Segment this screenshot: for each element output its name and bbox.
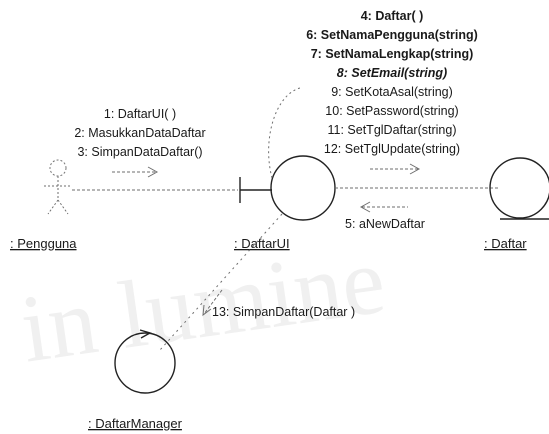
- messages-daftar-ui: 5: aNewDaftar: [345, 201, 425, 231]
- message-12: 12: SetTglUpdate(string): [324, 142, 460, 156]
- arrow-left-icon: [359, 201, 408, 213]
- arrow-down-left-icon: [202, 289, 223, 317]
- link-ui-manager: [159, 213, 283, 351]
- message-4: 4: Daftar( ): [361, 9, 424, 23]
- actor-leg-left: [47, 199, 59, 215]
- arrow-right-icon: [112, 166, 159, 178]
- control-arrow-icon: [139, 329, 152, 339]
- message-9: 9: SetKotaAsal(string): [331, 85, 453, 99]
- messages-ui-daftar: 4: Daftar( ) 6: SetNamaPengguna(string) …: [306, 9, 478, 175]
- message-8: 8: SetEmail(string): [337, 66, 447, 80]
- message-7: 7: SetNamaLengkap(string): [311, 47, 474, 61]
- actor-pengguna[interactable]: : Pengguna: [10, 159, 77, 251]
- messages-ui-manager: 13: SimpanDaftar(Daftar ): [202, 289, 355, 319]
- message-3: 3: SimpanDataDaftar(): [77, 145, 202, 159]
- object-daftar-manager[interactable]: : DaftarManager: [88, 329, 183, 431]
- actor-label-pengguna: : Pengguna: [10, 236, 77, 251]
- message-2: 2: MasukkanDataDaftar: [74, 126, 205, 140]
- message-5: 5: aNewDaftar: [345, 217, 425, 231]
- actor-head-icon: [49, 159, 67, 177]
- object-label-daftar-manager: : DaftarManager: [88, 416, 183, 431]
- message-1: 1: DaftarUI( ): [104, 107, 176, 121]
- object-label-daftar: : Daftar: [484, 236, 527, 251]
- self-link-loop: [268, 87, 301, 179]
- messages-pengguna-ui: 1: DaftarUI( ) 2: MasukkanDataDaftar 3: …: [74, 107, 206, 178]
- boundary-circle-icon: [270, 155, 336, 221]
- entity-circle-icon: [489, 157, 549, 219]
- actor-leg-right: [57, 199, 69, 215]
- arrow-right-icon: [370, 163, 421, 175]
- message-13: 13: SimpanDaftar(Daftar ): [212, 305, 355, 319]
- object-label-daftar-ui: : DaftarUI: [234, 236, 290, 251]
- message-6: 6: SetNamaPengguna(string): [306, 28, 478, 42]
- message-11: 11: SetTglDaftar(string): [328, 123, 457, 137]
- control-circle-icon: [114, 332, 176, 394]
- message-10: 10: SetPassword(string): [325, 104, 458, 118]
- object-daftar[interactable]: : Daftar: [484, 157, 549, 251]
